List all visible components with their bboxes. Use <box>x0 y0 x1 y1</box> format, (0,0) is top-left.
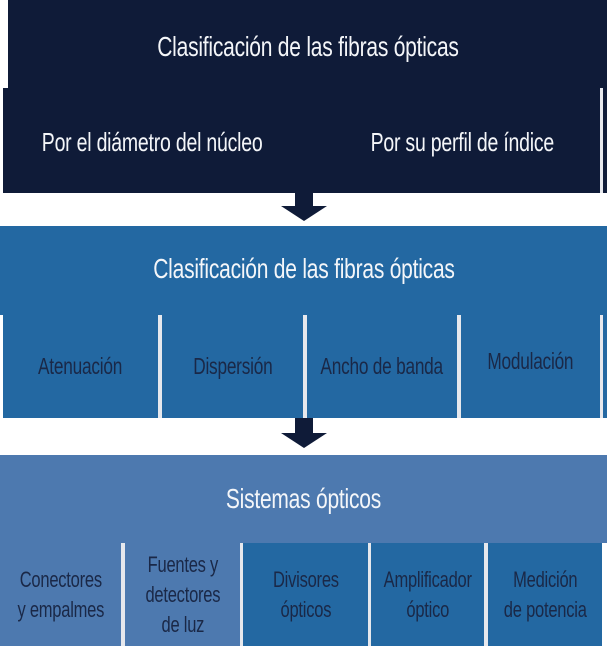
box3-separator-4 <box>484 543 488 646</box>
box2-header-rect <box>0 226 607 315</box>
box1-item-diametro-nucleo-text: Por el diámetro del núcleo <box>41 126 263 157</box>
box3-col-divisores-opticos-text: Divisores ópticos <box>272 566 339 622</box>
box2-separator-2 <box>303 315 307 418</box>
box2-right-separator <box>600 315 603 418</box>
box3-col-medicion-potencia: Medición de potencia <box>488 543 602 646</box>
box1-body-rect <box>3 88 600 193</box>
box2-cell-modulacion-text: Modulación <box>487 348 574 374</box>
box1-item-perfil-indice-text: Por su perfil de índice <box>370 126 555 157</box>
box3-title: Sistemas ópticos <box>0 473 607 525</box>
down-arrow-2 <box>281 418 327 448</box>
box2-cell-ancho-de-banda: Ancho de banda <box>307 315 457 418</box>
box3-separator-1 <box>121 543 125 646</box>
box2-cell-dispersion-text: Dispersión <box>192 353 273 379</box>
box2-cell-atenuacion: Atenuación <box>3 315 158 418</box>
box2-cell-atenuacion-text: Atenuación <box>38 353 123 379</box>
box3-header-rect <box>0 455 607 543</box>
box2-separator-1 <box>158 315 162 418</box>
box3-col-conectores-empalmes: Conectores y empalmes <box>0 543 121 646</box>
box2-title: Clasificación de las fibras ópticas <box>0 241 607 296</box>
box3-col-amplificador-optico: Amplificador óptico <box>371 543 484 646</box>
box3-separator-2 <box>240 543 243 646</box>
box3-col-conectores-empalmes-text: Conectores y empalmes <box>17 566 104 622</box>
box3-title-text: Sistemas ópticos <box>225 483 382 514</box>
box3-col-medicion-potencia-text: Medición de potencia <box>503 566 587 622</box>
box3-col-divisores-opticos: Divisores ópticos <box>243 543 368 646</box>
down-arrow-1-head-icon <box>281 206 327 221</box>
box3-separator-3 <box>368 543 371 646</box>
box3-col-fuentes-detectores-text: Fuentes y detectores de luz <box>145 551 220 637</box>
down-arrow-1-stem <box>295 193 313 206</box>
box1-right-separator <box>600 88 603 193</box>
box1-title-text: Clasificación de las fibras ópticas <box>156 31 459 62</box>
box2-cell-modulacion: Modulación <box>461 310 600 413</box>
box1-item-perfil-indice: Por su perfil de índice <box>330 120 595 164</box>
box1-title: Clasificación de las fibras ópticas <box>8 22 607 72</box>
box1-item-diametro-nucleo: Por el diámetro del núcleo <box>18 120 286 164</box>
box2-right-sliver <box>603 315 607 418</box>
down-arrow-1 <box>281 193 327 221</box>
box3-col-amplificador-optico-text: Amplificador óptico <box>383 566 472 622</box>
box3-col-fuentes-detectores: Fuentes y detectores de luz <box>125 543 240 646</box>
box2-cell-dispersion: Dispersión <box>162 315 303 418</box>
box2-cell-ancho-de-banda-text: Ancho de banda <box>320 353 444 379</box>
box2-cells-rect <box>3 315 600 418</box>
box2-title-text: Clasificación de las fibras ópticas <box>152 252 455 284</box>
down-arrow-2-stem <box>295 418 313 433</box>
box2-separator-3 <box>457 315 461 418</box>
down-arrow-2-head-icon <box>281 433 327 448</box>
